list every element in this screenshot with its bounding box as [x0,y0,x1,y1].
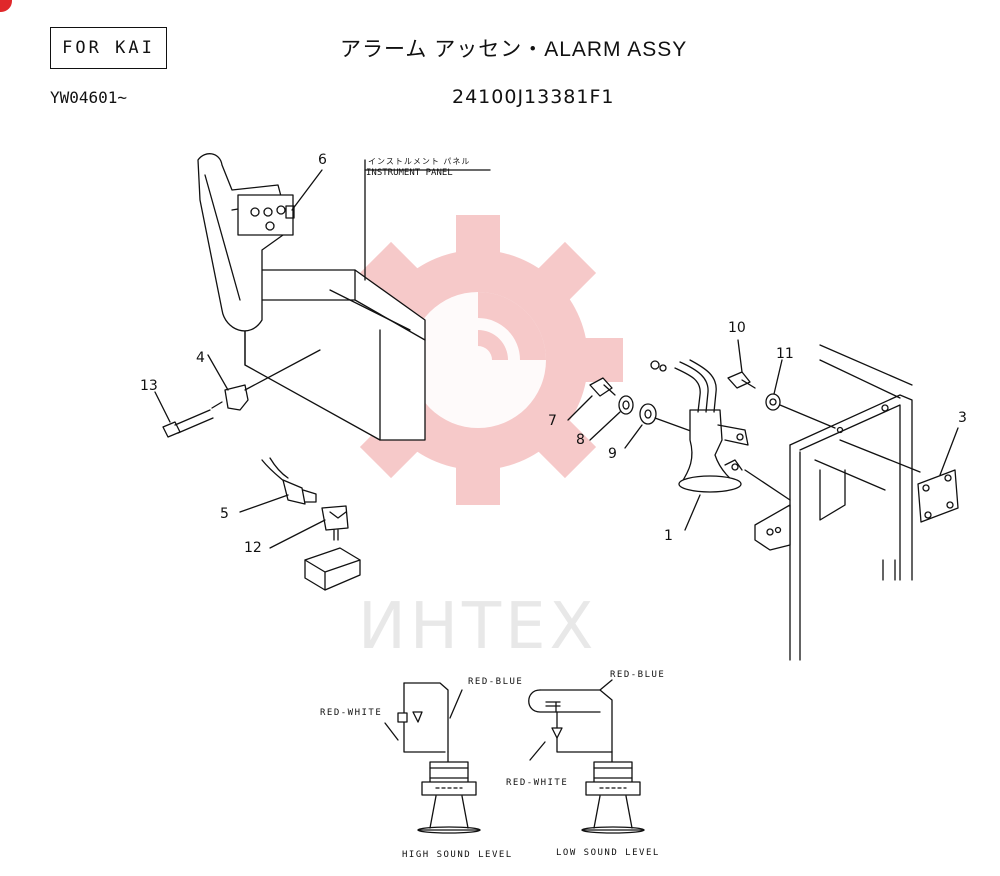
part-number: 24100J13381F1 [452,86,615,108]
callout-1: 1 [664,528,673,544]
callout-9: 9 [608,446,617,462]
callout-8: 8 [576,432,585,448]
panel-label-en: INSTRUMENT PANEL [366,168,453,178]
model-box-label: FOR KAI [50,27,167,69]
panel-label-jp: インストルメント パネル [368,157,471,166]
callout-5: 5 [220,506,229,522]
wire-label-red-blue-low: RED-BLUE [610,670,666,680]
wire-label-red-blue-high: RED-BLUE [468,677,524,687]
callout-13: 13 [140,378,158,394]
caption-high-sound-level: HIGH SOUND LEVEL [402,850,513,860]
watermark-text: ИНТЕХ [358,590,598,664]
serial-range: YW04601~ [50,88,128,107]
callout-12: 12 [244,540,262,556]
caption-low-sound-level: LOW SOUND LEVEL [556,848,660,858]
diagram-title: アラーム アッセン・ALARM ASSY [340,38,688,61]
wire-label-red-white-low: RED-WHITE [506,778,569,788]
callout-6: 6 [318,152,327,168]
callout-3: 3 [958,410,967,426]
callout-7: 7 [548,413,557,429]
callout-11: 11 [776,346,794,362]
callout-10: 10 [728,320,746,336]
wire-label-red-white-high: RED-WHITE [320,708,383,718]
callout-4: 4 [196,350,205,366]
